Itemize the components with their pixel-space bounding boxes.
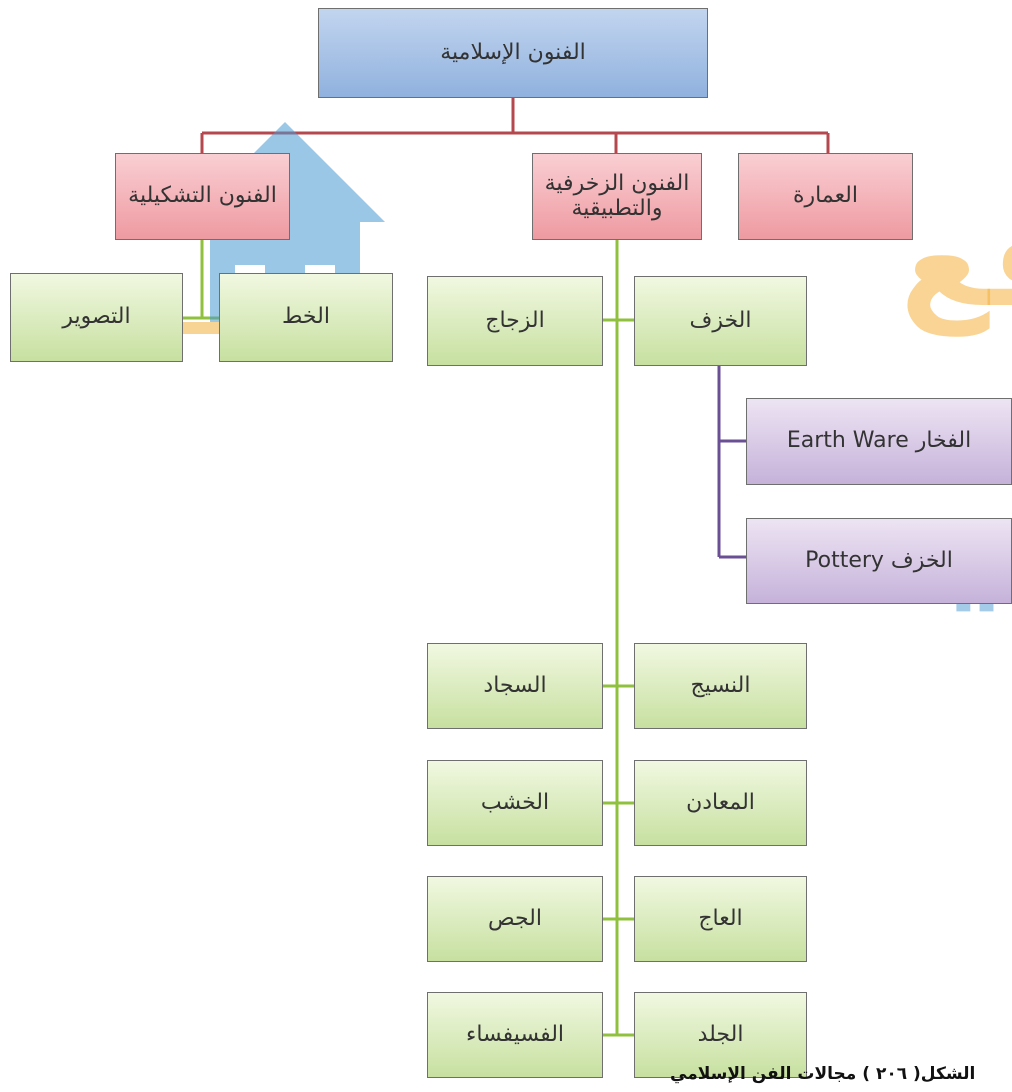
root-node: الفنون الإسلامية: [318, 8, 708, 98]
node-architecture-label: العمارة: [793, 183, 859, 209]
plastic-connectors: [183, 240, 219, 320]
node-textile: النسيج: [634, 643, 807, 729]
node-earthenware: الفخار Earth Ware: [746, 398, 1012, 485]
node-glass-label: الزجاج: [485, 307, 545, 333]
node-ceramics: الخزف: [634, 276, 807, 366]
node-carpets: السجاد: [427, 643, 603, 729]
node-ivory-label: العاج: [698, 905, 743, 931]
node-architecture: العمارة: [738, 153, 913, 240]
node-plaster-label: الجص: [488, 905, 542, 931]
node-wood: الخشب: [427, 760, 603, 846]
node-metals: المعادن: [634, 760, 807, 846]
node-decorative-arts: الفنون الزخرفية والتطبيقية: [532, 153, 702, 240]
node-painting-label: التصوير: [62, 304, 131, 330]
node-painting: التصوير: [10, 273, 183, 362]
node-calligraphy: الخط: [219, 273, 393, 362]
node-earthenware-label: الفخار Earth Ware: [786, 428, 972, 454]
node-wood-label: الخشب: [480, 789, 550, 815]
node-glass: الزجاج: [427, 276, 603, 366]
node-pottery-label: الخزف Pottery: [805, 547, 953, 573]
node-ivory: العاج: [634, 876, 807, 962]
node-plaster: الجص: [427, 876, 603, 962]
node-textile-label: النسيج: [690, 672, 751, 698]
decorative-connectors: [603, 240, 634, 1037]
node-mosaic-label: الفسيفساء: [466, 1021, 565, 1047]
node-plastic-arts-label: الفنون التشكيلية: [128, 183, 277, 209]
node-calligraphy-label: الخط: [282, 304, 330, 330]
node-ceramics-label: الخزف: [689, 307, 752, 333]
node-leather: الجلد: [634, 992, 807, 1078]
ceramic-connectors: [717, 366, 746, 559]
node-metals-label: المعادن: [686, 789, 755, 815]
root-label: الفنون الإسلامية: [440, 39, 586, 65]
node-mosaic: الفسيفساء: [427, 992, 603, 1078]
root-connectors: [200, 98, 830, 153]
node-plastic-arts: الفنون التشكيلية: [115, 153, 290, 240]
node-leather-label: الجلد: [697, 1021, 744, 1047]
node-decorative-arts-label: الفنون الزخرفية والتطبيقية: [544, 171, 690, 221]
figure-caption: الشكل( ٢٠٦ ) مجالات الفن الإسلامي: [670, 1064, 976, 1084]
node-pottery: الخزف Pottery: [746, 518, 1012, 604]
node-carpets-label: السجاد: [483, 672, 547, 698]
